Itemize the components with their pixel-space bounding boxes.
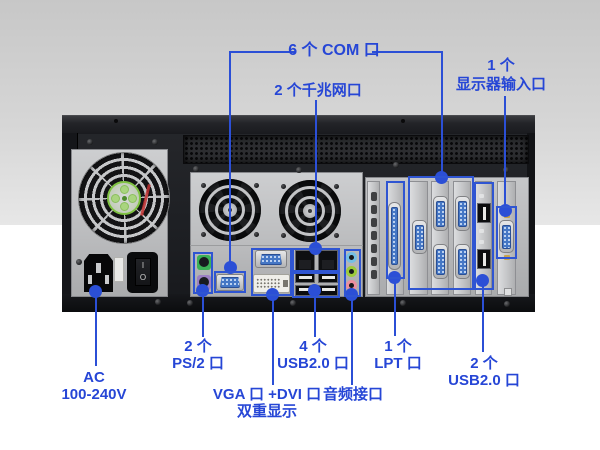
thumbscrew-hole (504, 288, 512, 296)
ps2-keyboard-port (197, 255, 211, 270)
com-serial-port (455, 244, 470, 279)
ps2-ports-label: 2 个 PS/2 口 (172, 338, 224, 372)
com-ports-label: 6 个 COM 口 (288, 42, 380, 59)
audio-highlight-box (344, 249, 361, 297)
usb-symbol-mark (479, 229, 484, 233)
vga-dvi-callout-line (272, 297, 274, 385)
screw (503, 167, 509, 173)
com-serial-port (433, 244, 448, 279)
ac-callout-line (95, 296, 97, 366)
switch-off-mark: O (139, 273, 147, 282)
screw (155, 299, 161, 305)
com-serial-port (433, 196, 448, 231)
ac-callout-dot (89, 285, 102, 298)
lpt-callout-line (394, 282, 396, 336)
audio-callout-line (351, 297, 353, 385)
screw (201, 232, 206, 237)
audio-line-in-jack (346, 252, 357, 263)
com-callout-line (229, 51, 295, 53)
display-input-port (499, 220, 514, 253)
usb-rear-highlight-box (292, 272, 340, 298)
usb-card-callout-dot (476, 274, 489, 287)
lan-highlight-box (292, 248, 340, 272)
lan-ports-label: 2 个千兆网口 (274, 82, 362, 99)
usb-card-callout-line (482, 285, 484, 352)
usb-card-highlight-box (474, 182, 494, 290)
com-callout-line (372, 51, 443, 53)
vented-slot-cover (367, 181, 380, 295)
chassis-bottom-edge (62, 294, 535, 312)
chassis-right-side (527, 133, 535, 312)
screw (152, 139, 158, 145)
psu-label-sticker (114, 257, 124, 282)
screw (334, 233, 339, 238)
screw (334, 184, 339, 189)
screw (296, 167, 302, 173)
screw (193, 166, 199, 172)
usb-card-port-2 (477, 249, 491, 269)
display-callout-line (504, 96, 506, 208)
lip-hole (401, 119, 405, 123)
com-callout-dot (224, 261, 237, 274)
display-input-label: 1 个 显示器输入口 (455, 57, 547, 93)
vga-dvi-highlight-box (251, 248, 292, 296)
chassis-top-edge (62, 115, 535, 134)
usb-card-port-1 (477, 203, 491, 223)
usb-card-label: 2 个 USB2.0 口 (448, 355, 520, 389)
screw (76, 259, 82, 265)
usb-rear-label: 4 个 USB2.0 口 (277, 338, 349, 372)
screw (187, 300, 193, 306)
com-serial-port (455, 196, 470, 231)
vga-port (255, 250, 287, 268)
screw (281, 184, 286, 189)
vent-grille (183, 135, 529, 164)
screw (393, 162, 399, 168)
switch-on-mark: I (141, 261, 145, 270)
audio-mic-jack (346, 280, 357, 291)
screw (290, 300, 296, 306)
audio-label: 音频接口 (322, 386, 384, 403)
usb-rear-callout-line (314, 295, 316, 337)
lpt-highlight-box (386, 181, 405, 279)
screw (254, 183, 259, 188)
dvi-port (253, 274, 290, 293)
screw (87, 139, 93, 145)
lan-callout-line (315, 100, 317, 250)
audio-callout-dot (345, 288, 358, 301)
case-fan-right (279, 180, 341, 242)
screw (201, 183, 206, 188)
ps2-callout-line (202, 295, 204, 337)
lpt-parallel-port (388, 202, 401, 270)
usb-symbol-mark (479, 194, 484, 198)
psu-fan (78, 152, 170, 244)
com-callout-line (229, 51, 231, 264)
com-callout-line (441, 51, 443, 176)
vga-dvi-label: VGA 口 +DVI 口 双重显示 (212, 386, 322, 420)
screw (254, 232, 259, 237)
audio-line-out-jack (346, 266, 357, 277)
usb-symbol-mark (479, 240, 484, 244)
ps2-highlight-box (193, 252, 213, 294)
com-serial-port (412, 220, 427, 254)
screw (281, 233, 286, 238)
com-highlight-box (214, 271, 246, 293)
ac-power-label: AC 100-240V (61, 369, 127, 403)
display-highlight-box (496, 206, 517, 259)
psu-fan-hub (107, 181, 141, 215)
com-cards-highlight-box (408, 176, 474, 290)
screw (400, 300, 406, 306)
lpt-port-label: 1 个 LPT 口 (374, 338, 422, 372)
panel-seam (190, 245, 363, 246)
usb-rear-callout-dot (308, 284, 321, 297)
power-switch[interactable]: I O (135, 258, 151, 286)
com-serial-port (216, 274, 244, 291)
lip-hole (114, 119, 118, 123)
screw (504, 301, 510, 307)
